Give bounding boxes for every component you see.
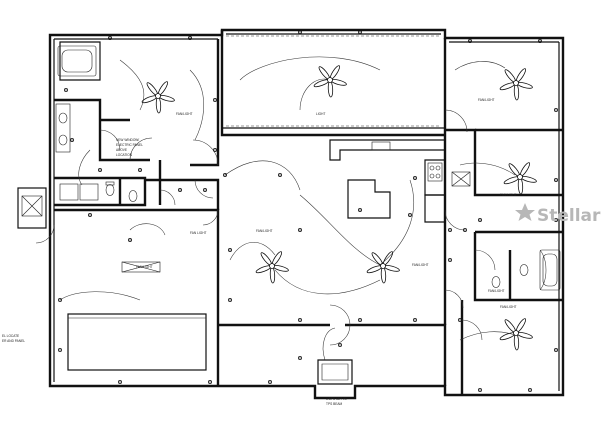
label-master-fan: FAN/LIGHT <box>176 112 193 116</box>
label-bedroom3-fan: FAN/LIGHT <box>500 193 517 197</box>
fan-bedroom4-icon <box>499 318 533 351</box>
ac-unit-icon <box>17 187 47 229</box>
fan-master-bedroom-icon <box>141 81 175 114</box>
ceiling-fans <box>141 65 537 351</box>
label-bedroom4-fan: FAN/LIGHT <box>500 305 517 309</box>
star-logo-icon <box>515 203 535 221</box>
fan-dining-icon <box>366 251 400 284</box>
label-living-fan: FAN/LIGHT <box>256 229 273 233</box>
label-panel-note-2: ELECTRIC PANEL <box>116 143 143 147</box>
label-panel-note-3: ABOVE <box>116 148 127 152</box>
fan-lanai-icon <box>313 65 347 98</box>
fan-bedroom3-icon <box>503 162 537 195</box>
label-lanai-light: LIGHT <box>316 112 325 116</box>
label-bath-fan: FAN/LIGHT <box>488 289 505 293</box>
label-garage-note-2: ER AND PANEL <box>2 339 25 343</box>
interior-walls <box>54 30 563 395</box>
label-dining-fan: FAN/LIGHT <box>412 263 429 267</box>
stellar-mls-watermark: Stellar MLS <box>515 203 607 226</box>
label-garage-note-1: EL LOCATE <box>2 334 19 338</box>
circuit-lines <box>59 56 547 361</box>
watermark-text: Stellar MLS <box>537 206 607 226</box>
plumbing-fixtures <box>55 45 561 291</box>
label-panel-note-1: NEW WINDOW/ <box>116 138 139 142</box>
exterior-walls <box>48 28 565 400</box>
entry-porch <box>317 359 353 385</box>
label-garage-light: FAN LIGHT <box>190 231 207 235</box>
fan-living-icon <box>255 251 289 284</box>
label-entry-note-2: TPS BEAM <box>326 402 342 406</box>
label-bedroom2-fan: FAN/LIGHT <box>478 98 495 102</box>
lanai-area <box>226 35 441 127</box>
fan-bedroom2-icon <box>499 68 533 101</box>
label-entry-note-1: 3 BPS SET W/ <box>326 397 347 401</box>
label-panel-note-4: LOCATION <box>116 153 133 157</box>
label-hall-fan: FAN/LIGHT <box>136 265 153 269</box>
outlet-symbols <box>58 30 558 392</box>
garage-door <box>67 313 207 371</box>
door-swings <box>35 109 496 346</box>
plan-labels: FAN/LIGHT LIGHT FAN/LIGHT FAN/LIGHT NEW … <box>2 98 517 406</box>
